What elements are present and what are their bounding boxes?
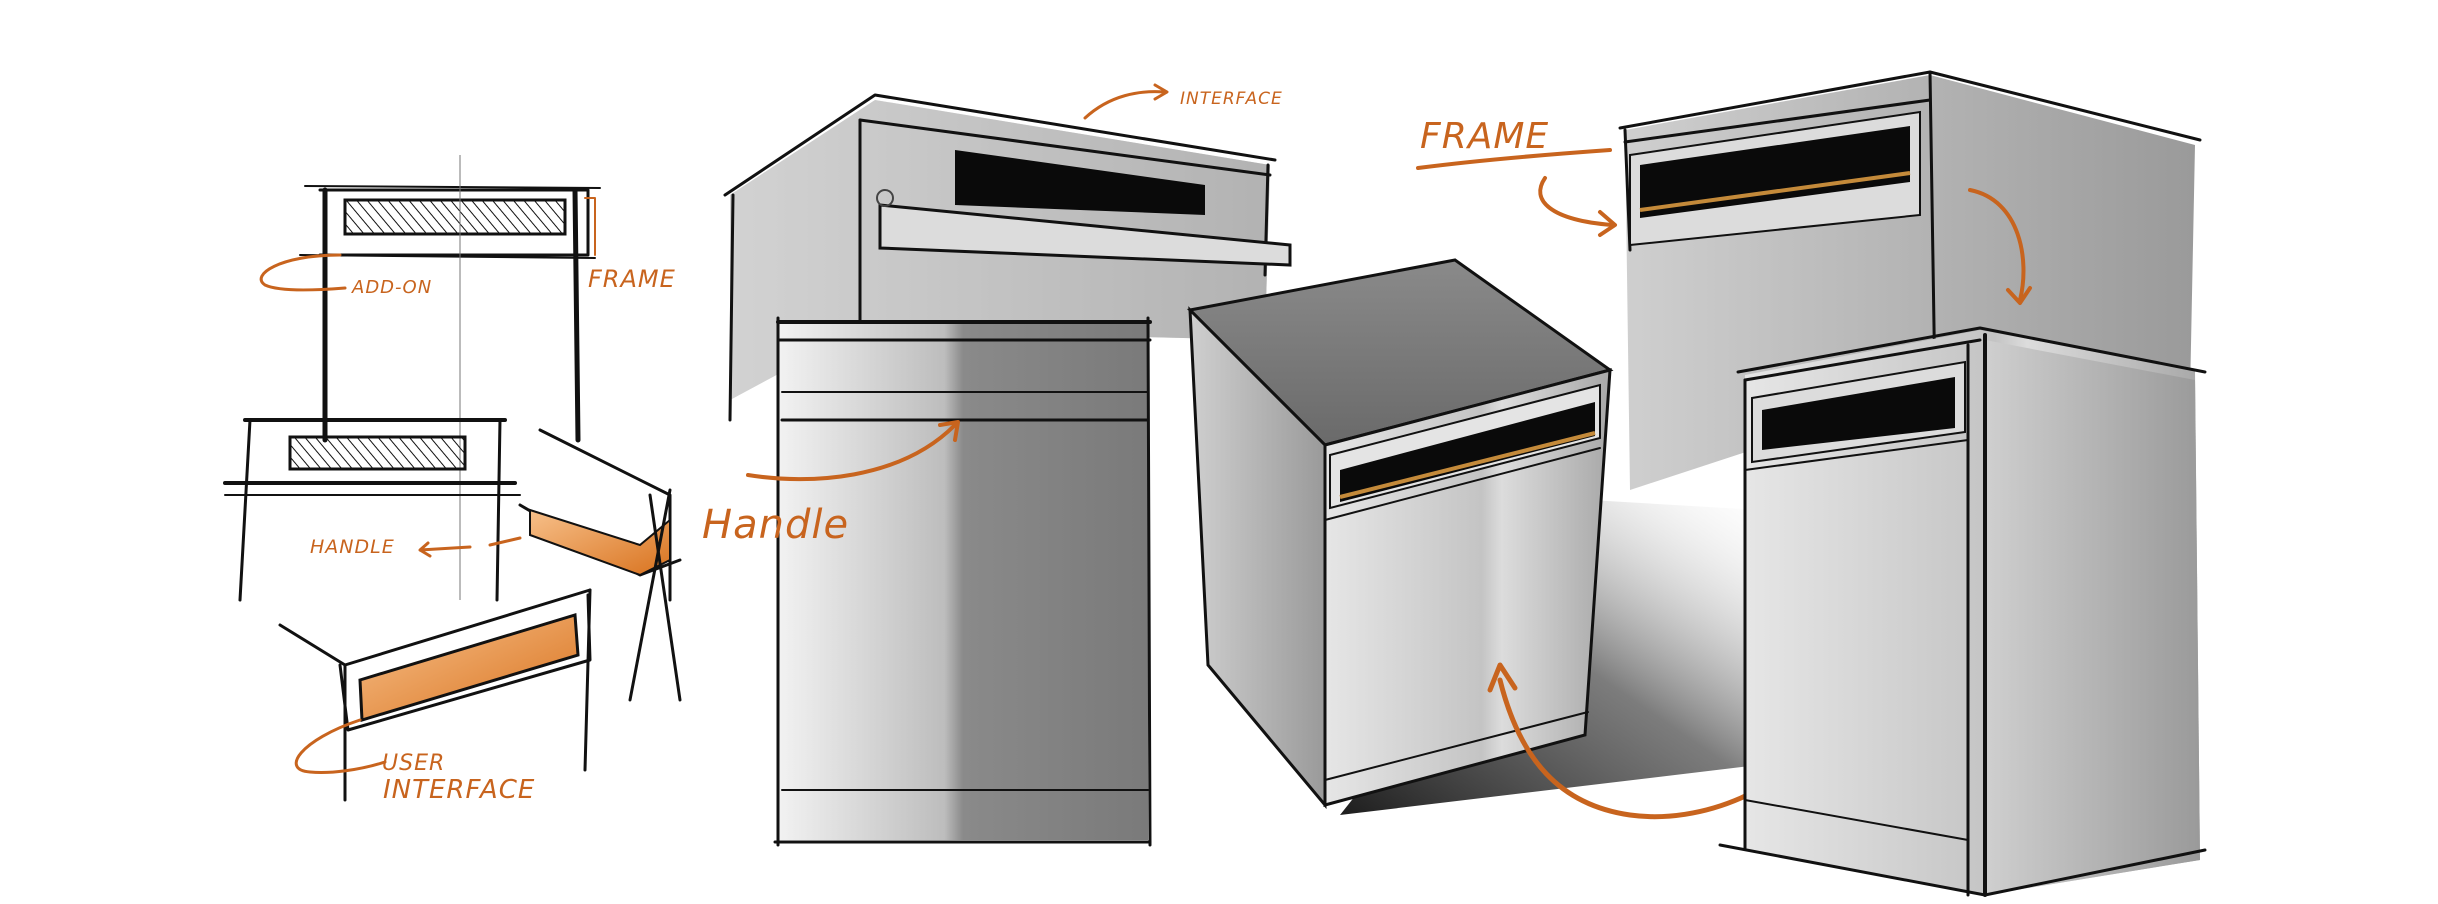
user-interface-sketch — [278, 588, 592, 802]
addon-sketch — [259, 155, 601, 600]
label-frame-large: FRAME — [1420, 116, 1549, 157]
label-interface-small: INTERFACE — [383, 775, 535, 805]
label-add-on: ADD-ON — [351, 277, 432, 298]
label-interface-top: INTERFACE — [1180, 89, 1283, 109]
label-handle-small: HANDLE — [310, 536, 395, 558]
dishwasher-stacked-view — [1538, 70, 2207, 897]
dishwasher-iso-view — [1186, 258, 1828, 820]
label-user: USER — [382, 751, 445, 776]
handle-sketch — [223, 418, 682, 702]
dishwasher-front-view — [723, 83, 1292, 847]
label-frame-small: FRAME — [588, 265, 676, 293]
label-handle-large: Handle — [702, 502, 849, 548]
frame-underline — [1416, 148, 1612, 170]
